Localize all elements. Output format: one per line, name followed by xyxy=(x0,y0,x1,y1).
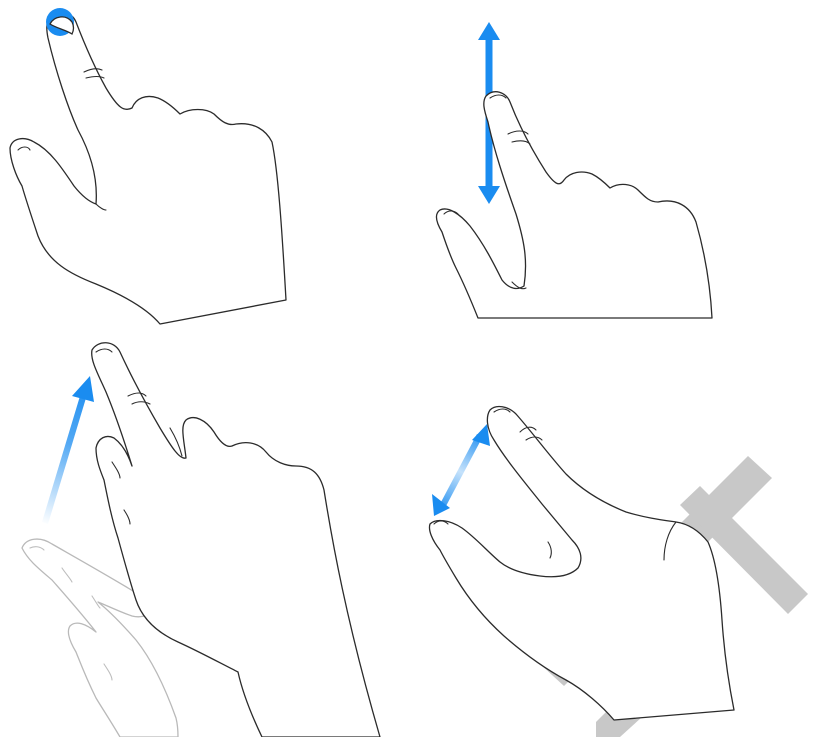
pinch-hand xyxy=(429,407,734,720)
tap-hand xyxy=(10,13,286,324)
pinch-crease xyxy=(548,542,551,558)
flick-arrow-icon xyxy=(42,376,94,524)
pinch-gesture-panel xyxy=(429,407,734,720)
tap-gesture-panel xyxy=(10,8,286,324)
drag-gesture-panel xyxy=(436,22,712,318)
flick-gesture-panel xyxy=(22,343,380,737)
drag-hand xyxy=(436,92,712,318)
pinch-arrow-icon xyxy=(432,424,490,516)
